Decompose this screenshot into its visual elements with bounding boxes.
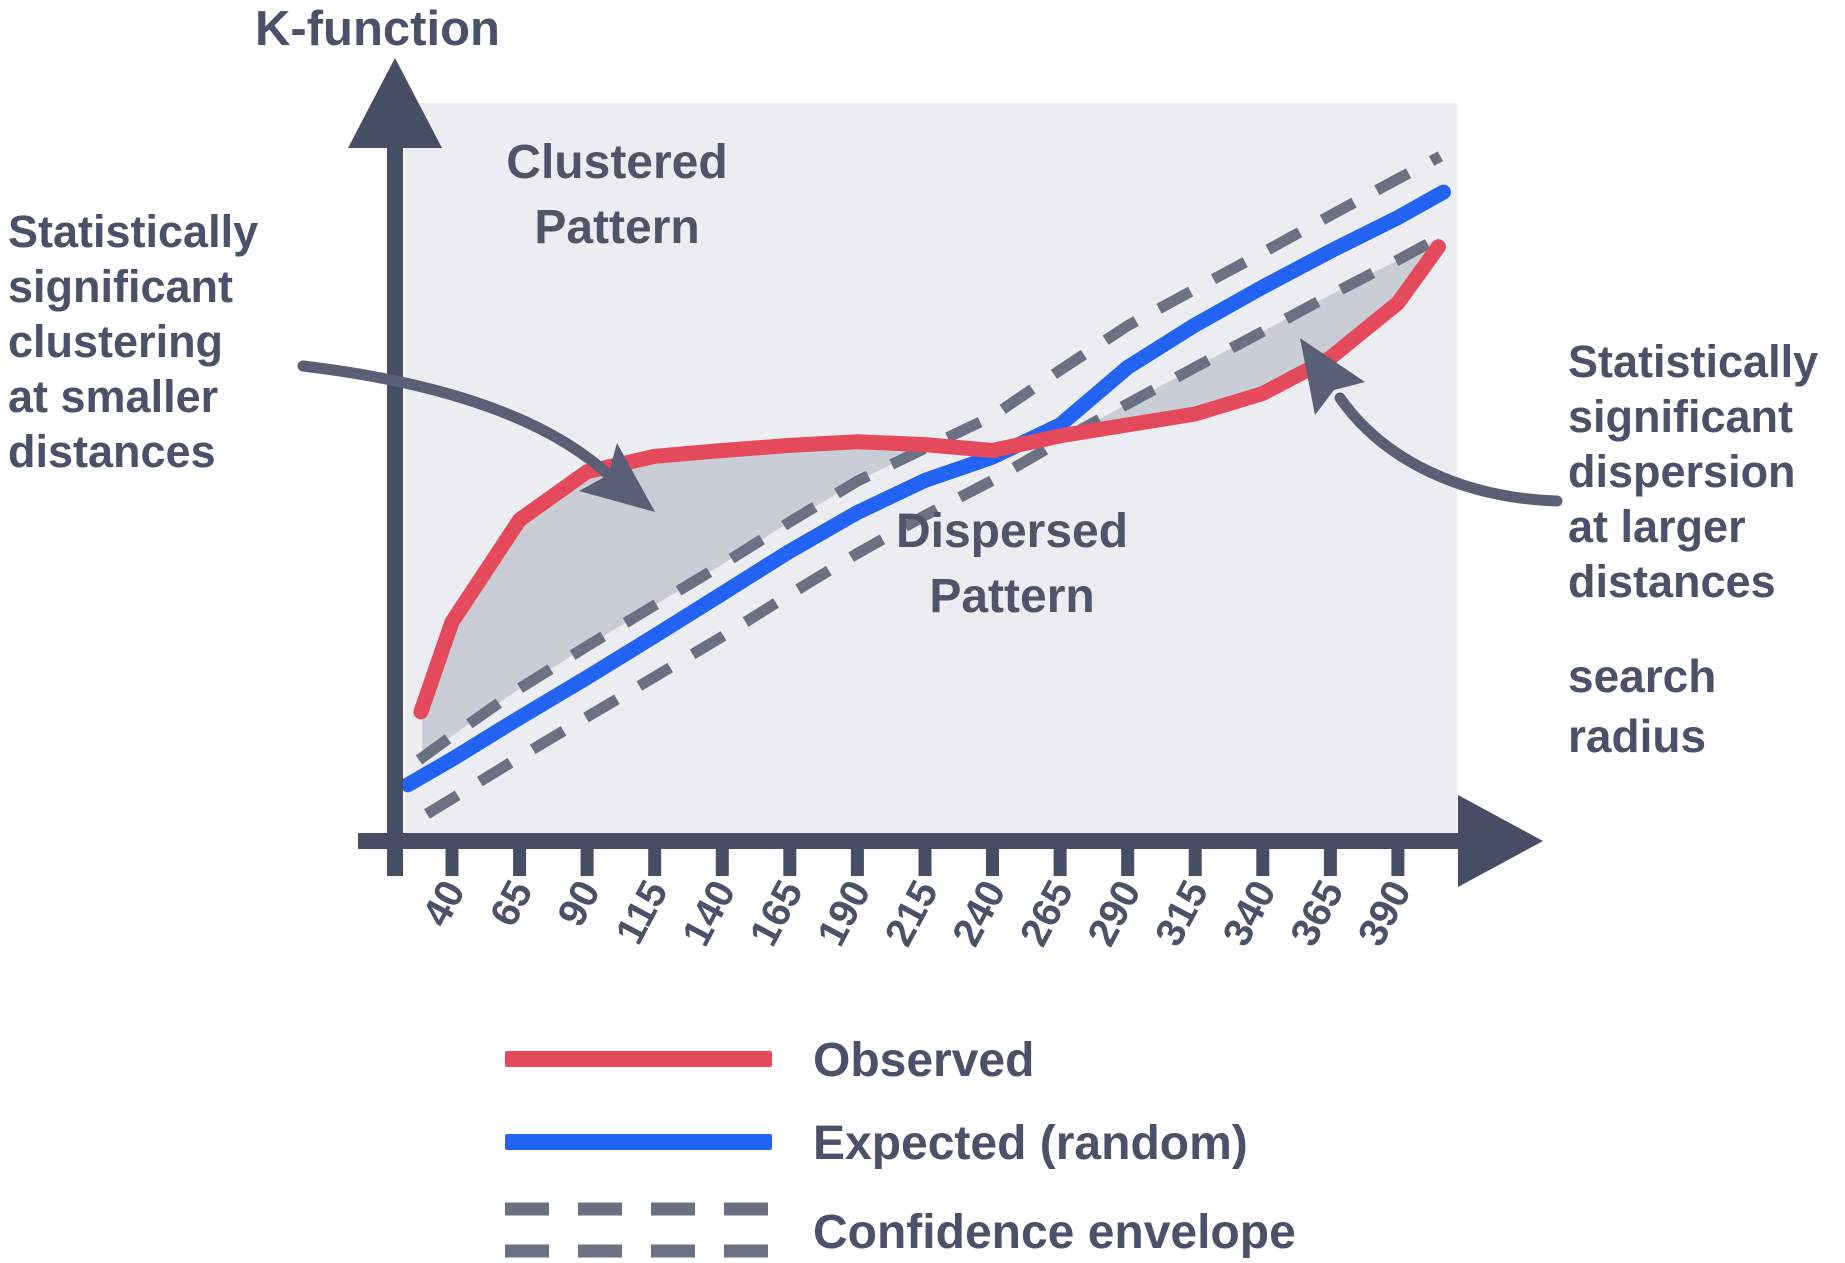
- x-axis-tick: [986, 849, 999, 876]
- y-axis-title: K-function: [255, 2, 500, 56]
- x-tick-label-215: 215: [877, 874, 947, 954]
- x-tick-label-140: 140: [674, 874, 744, 954]
- x-axis-tick: [513, 849, 527, 876]
- clustering-callout: Statistically significant clustering at …: [8, 206, 655, 512]
- x-axis-title-line2: radius: [1568, 710, 1706, 762]
- y-axis-arrowhead: [348, 58, 442, 148]
- dispersed-pattern-line2: Pattern: [929, 570, 1094, 623]
- x-axis-line: [358, 833, 1460, 849]
- x-tick-label-65: 65: [482, 874, 542, 934]
- dispersed-pattern-line1: Dispersed: [896, 505, 1128, 558]
- dispersion-callout: Statistically significant dispersion at …: [1300, 336, 1818, 607]
- dispersion-callout-line2: significant: [1568, 391, 1793, 442]
- x-axis-tick: [580, 849, 594, 876]
- y-axis-line: [387, 140, 403, 876]
- x-tick-label-90: 90: [549, 874, 609, 934]
- x-axis-tick: [1053, 849, 1067, 876]
- clustering-callout-line4: at smaller: [8, 371, 218, 422]
- x-axis-arrowhead: [1458, 795, 1543, 887]
- clustering-callout-line2: significant: [8, 261, 233, 312]
- x-axis-tick: [1323, 849, 1337, 876]
- x-axis-tick: [1121, 849, 1135, 876]
- dispersion-callout-arrow: [1334, 392, 1563, 507]
- clustered-pattern-line2: Pattern: [534, 201, 699, 254]
- x-axis-tick: [1188, 849, 1202, 876]
- dispersed-pattern-label: Dispersed Pattern: [896, 505, 1128, 623]
- clustered-pattern-line1: Clustered: [506, 136, 727, 189]
- x-tick-label-240: 240: [944, 874, 1014, 954]
- observed-legend-swatch: [505, 1051, 772, 1067]
- confidence-envelope-upper-line: [415, 151, 1443, 765]
- x-tick-label-340: 340: [1215, 874, 1285, 954]
- clustering-shaded-region: [422, 441, 941, 758]
- x-tick-label-390: 390: [1350, 874, 1420, 954]
- x-axis-tick: [918, 849, 932, 876]
- expected-line: [400, 184, 1451, 793]
- x-tick-label-40: 40: [414, 874, 474, 934]
- x-axis: [358, 795, 1543, 887]
- dispersion-callout-line5: distances: [1568, 556, 1776, 607]
- observed-line: [413, 239, 1446, 720]
- x-tick-label-115: 115: [608, 874, 677, 952]
- dispersion-callout-arrowhead: [1300, 338, 1365, 415]
- x-axis-tick: [715, 849, 729, 876]
- x-axis-ticks: [445, 849, 1405, 876]
- x-tick-label-315: 315: [1147, 874, 1217, 954]
- x-tick-label-165: 165: [742, 874, 812, 954]
- expected-legend-label: Expected (random): [813, 1117, 1248, 1170]
- legend: Observed Expected (random) Confidence en…: [505, 1034, 1296, 1259]
- clustering-callout-arrow: [297, 360, 618, 484]
- confidence-envelope-legend-swatch: [505, 1202, 772, 1258]
- dispersion-callout-line4: at larger: [1568, 501, 1746, 552]
- x-axis-tick: [648, 849, 662, 876]
- x-axis-title-line1: search: [1568, 650, 1716, 702]
- clustered-pattern-label: Clustered Pattern: [506, 136, 727, 254]
- x-axis-tick-labels: 40 65 90 115 140 165 190 215 240 265 290…: [414, 874, 1420, 954]
- clustering-callout-line1: Statistically: [8, 206, 258, 257]
- y-axis: [348, 58, 442, 876]
- observed-legend-label: Observed: [813, 1034, 1034, 1087]
- dispersion-callout-line3: dispersion: [1568, 446, 1796, 497]
- clustering-callout-arrowhead: [579, 443, 655, 512]
- clustering-callout-line3: clustering: [8, 316, 223, 367]
- x-tick-label-365: 365: [1282, 874, 1352, 954]
- x-tick-label-265: 265: [1012, 874, 1082, 954]
- x-axis-tick: [1391, 849, 1405, 876]
- x-tick-label-190: 190: [809, 874, 879, 954]
- expected-legend-swatch: [505, 1134, 772, 1150]
- x-axis-tick: [1256, 849, 1270, 876]
- x-axis-tick: [783, 849, 797, 876]
- clustering-callout-line5: distances: [8, 426, 216, 477]
- confidence-envelope-legend-label: Confidence envelope: [813, 1206, 1296, 1259]
- x-axis-tick: [445, 849, 459, 876]
- x-axis-tick: [850, 849, 864, 876]
- dispersion-callout-line1: Statistically: [1568, 336, 1818, 387]
- confidence-envelope-lower-line: [424, 231, 1445, 819]
- x-tick-label-290: 290: [1079, 874, 1149, 954]
